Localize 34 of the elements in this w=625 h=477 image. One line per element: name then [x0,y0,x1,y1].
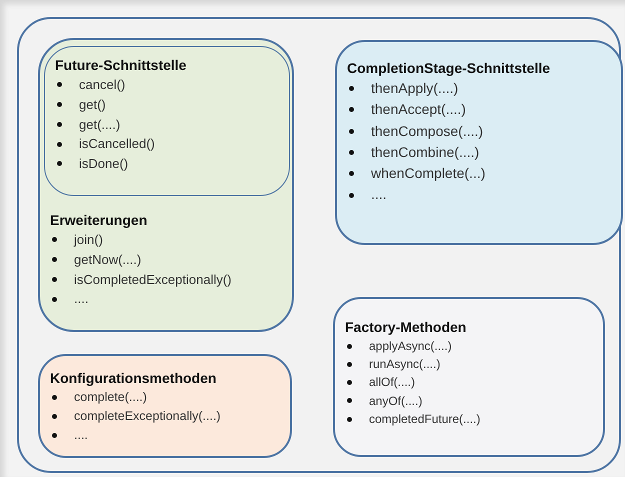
method-list-item: completeExceptionally(....) [74,409,221,423]
method-list-item: get(....) [79,116,120,132]
method-list-item: cancel() [79,77,126,92]
method-list-item: applyAsync(....) [369,339,452,353]
method-list-item: complete(....) [74,390,147,404]
box-frame [17,17,621,473]
method-list-item: thenCombine(....) [371,144,480,160]
group-heading: Factory-Methoden [345,319,468,335]
method-list-item: isCompletedExceptionally() [74,272,232,287]
group-heading: Konfigurationsmethoden [50,370,218,386]
method-list-item: .... [74,428,88,442]
method-list-item: thenCompose(....) [371,122,484,139]
method-list-item: .... [74,291,88,306]
group-heading: Erweiterungen [50,212,148,228]
group-box [38,38,294,332]
group-heading: CompletionStage-Schnittstelle [347,60,552,76]
method-list-item: join() [74,232,103,247]
group-box [333,297,605,457]
method-list-item: allOf(....) [369,375,416,390]
method-list-item: isDone() [79,156,128,172]
group-heading: Future-Schnittstelle [55,57,188,73]
method-list-item: thenAccept(....) [371,101,466,118]
group-box [335,40,623,245]
method-list-item: whenComplete(...) [371,165,486,182]
method-list-item: runAsync(....) [369,357,440,372]
method-list-item: thenApply(....) [371,80,458,96]
method-list-item: completedFuture(....) [369,412,480,426]
group-box [44,46,290,196]
method-list-item: anyOf(....) [369,394,422,408]
group-box [38,354,292,458]
method-list-item: .... [371,186,387,202]
method-list-item: get() [79,96,106,112]
method-list-item: isCancelled() [79,136,155,152]
method-list-item: getNow(....) [74,252,142,267]
